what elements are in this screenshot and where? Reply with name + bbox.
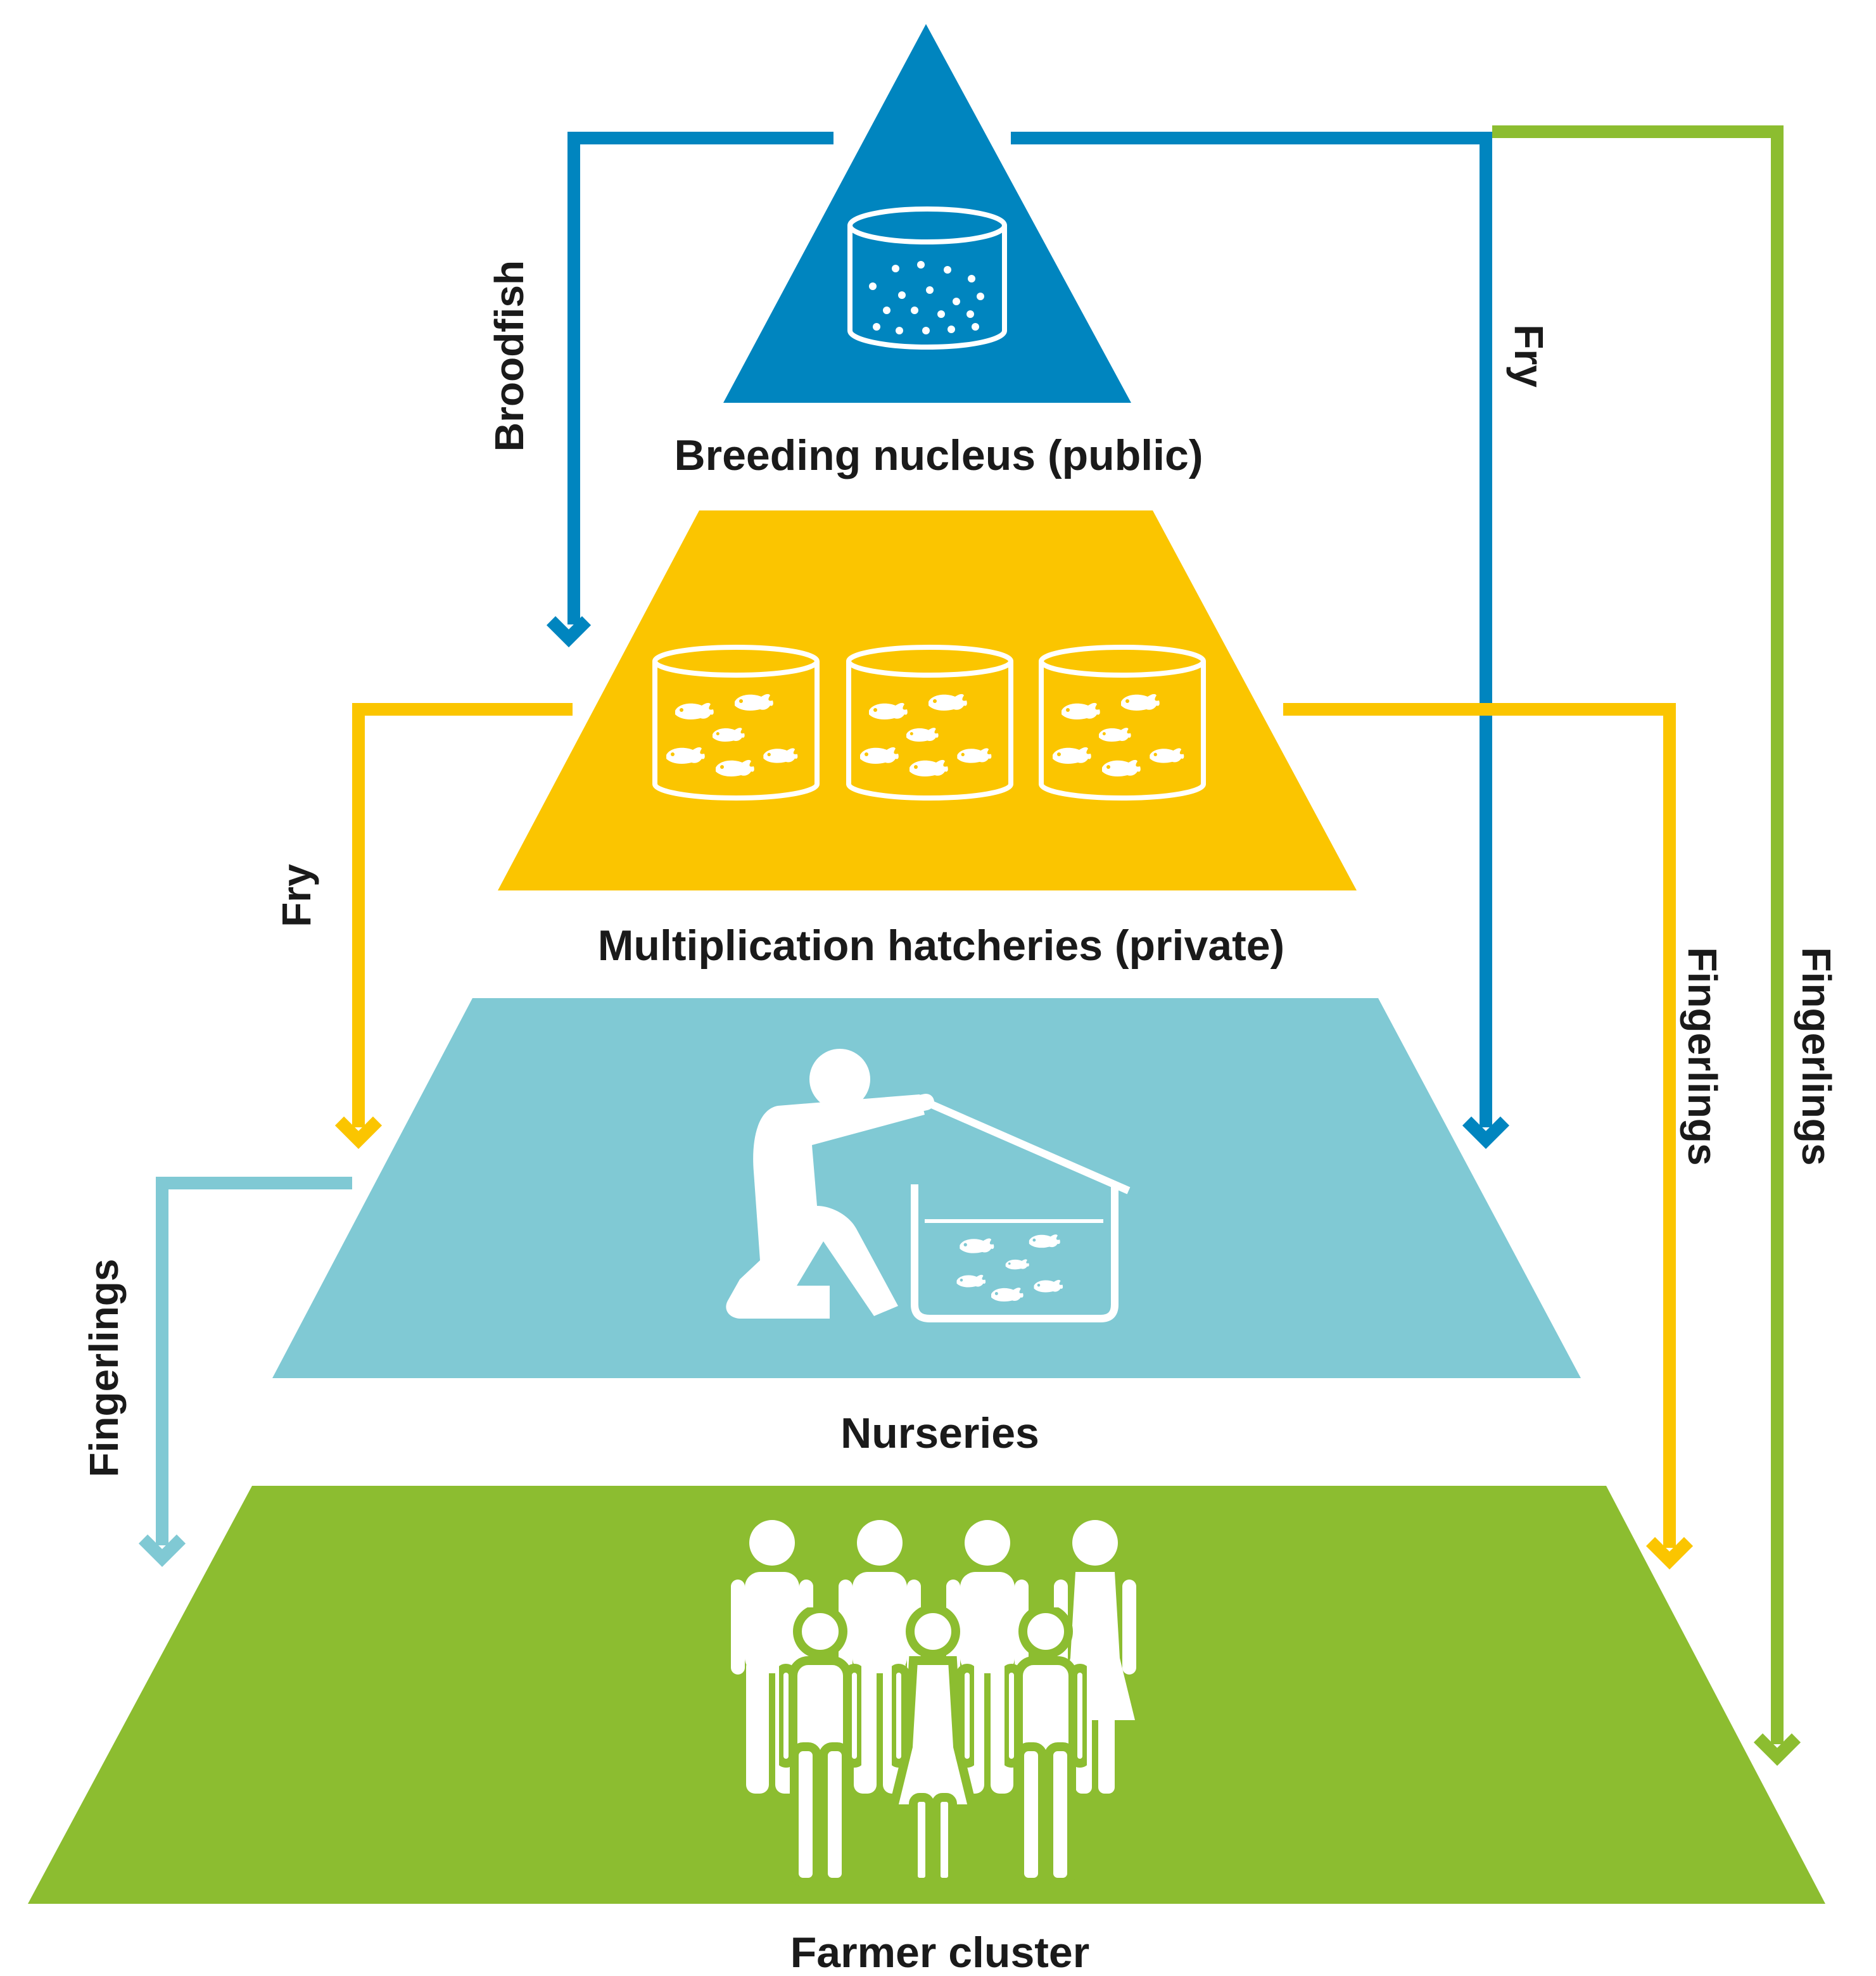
farmers-front [779,1609,1087,1882]
fingerlings-yellow-arrow-head [1645,1536,1694,1570]
fingerlings-lightblue-arrow [138,1177,352,1568]
tanks-with-fish-icon [652,645,1206,801]
fry-blue-arrow-head [1462,1116,1510,1150]
fry-yellow-arrow-line [352,703,573,1127]
multiplication-hatcheries-trapezoid [498,510,1357,890]
nursery-tank [911,1184,1119,1322]
breeding-nucleus-label: Breeding nucleus (public) [675,431,1203,479]
fingerlings-green-arrow-head [1753,1733,1801,1766]
broodfish-arrow-head [546,616,592,648]
fingerlings-yellow-arrow-line [1283,703,1676,1548]
nursery-roof [775,1094,934,1142]
farmer-cluster-label: Farmer cluster [790,1928,1089,1976]
breeding-nucleus-triangle [723,24,1131,403]
fry-yellow-flow-label: Fry [274,864,319,927]
fingerlings-yellow-arrow [1283,703,1694,1570]
hatchery-tank-3 [1039,645,1206,801]
fry-blue-arrow-line [1011,132,1492,1127]
nurseries-trapezoid [272,998,1581,1378]
fingerlings-lightblue-arrow-head [138,1534,186,1568]
hatchery-tank-2 [846,645,1013,801]
person-tending-tank-icon [726,1049,1131,1322]
fry-yellow-arrow-head [334,1116,383,1150]
fingerlings-green-arrow [1492,125,1801,1766]
hatchery-tank-1 [652,645,820,801]
fry-blue-flow-label: Fry [1506,324,1552,388]
fingerlings-green-flow-label: Fingerlings [1794,947,1839,1166]
broodfish-arrow [546,132,833,648]
nurseries-label: Nurseries [840,1409,1039,1457]
tank-with-eggs-icon [847,206,1007,350]
broodfish-arrow-line [567,132,833,624]
fingerlings-lightblue-flow-label: Fingerlings [81,1259,127,1478]
broodfish-flow-label: Broodfish [486,260,532,452]
fingerlings-yellow-flow-label: Fingerlings [1680,947,1725,1166]
nursery-roof-slope [924,1098,1131,1194]
fingerlings-green-arrow-line [1492,125,1784,1744]
fry-blue-arrow [1011,132,1510,1150]
fry-yellow-arrow [334,703,573,1150]
multiplication-hatcheries-label: Multiplication hatcheries (private) [598,922,1284,970]
fingerlings-lightblue-arrow-line [156,1177,352,1545]
